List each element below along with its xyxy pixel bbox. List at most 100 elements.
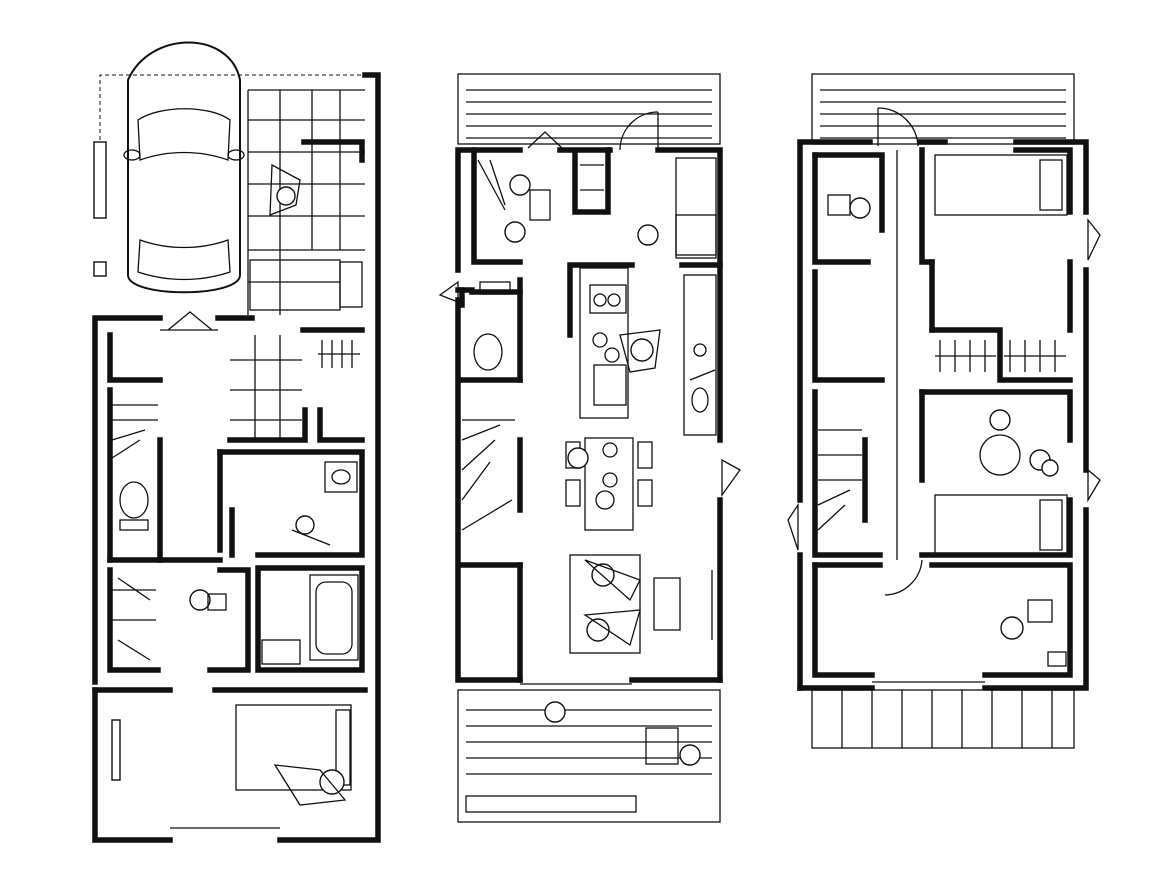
second-internal-walls-stroke xyxy=(812,269,885,383)
person-icon-stroke xyxy=(1027,599,1053,623)
play-table-icon-stroke xyxy=(979,434,1021,476)
window-icon xyxy=(1087,468,1101,503)
bathtub-icon-stroke xyxy=(261,639,301,665)
person-icon-stroke xyxy=(295,515,315,535)
person-icon xyxy=(619,329,661,373)
person-icon xyxy=(269,163,301,216)
person-icon-stroke xyxy=(207,593,227,611)
second-exterior-walls-stroke xyxy=(1013,139,1089,215)
person-icon-stroke xyxy=(319,769,345,795)
staircase-icon xyxy=(817,429,868,531)
bed-icon xyxy=(934,494,1068,556)
person-icon xyxy=(291,515,331,546)
deck-door-icon-stroke xyxy=(877,107,919,147)
ground-internal-walls-stroke xyxy=(227,407,308,443)
desk-chair-icon-stroke xyxy=(489,159,506,206)
dining-table-icon-stroke xyxy=(637,441,653,469)
study-walls-stroke xyxy=(572,147,611,215)
dining-table-icon-stroke xyxy=(565,479,581,507)
person-icon xyxy=(273,764,347,806)
car-icon-stroke xyxy=(227,149,245,161)
toilet-icon xyxy=(119,481,149,531)
rear-balcony-stroke xyxy=(811,689,1075,749)
second-internal-walls-stroke xyxy=(812,562,875,678)
second-internal-walls-stroke xyxy=(919,147,935,265)
staircase-icon-stroke xyxy=(461,439,496,471)
first-bathroom-stroke xyxy=(479,281,511,295)
sofa-icon xyxy=(569,554,641,654)
planter-icon xyxy=(465,795,637,813)
ground-internal-walls-stroke xyxy=(217,449,365,558)
kitchen-counter-stroke xyxy=(689,369,716,381)
front-bench xyxy=(249,259,341,311)
car-icon-stroke xyxy=(137,108,231,161)
sofa-icon-stroke xyxy=(586,618,610,642)
kitchen-counter-stroke xyxy=(593,364,627,406)
wardrobe-icon xyxy=(112,577,156,661)
car-icon-stroke xyxy=(123,149,141,161)
sofa-icon-stroke xyxy=(583,609,641,647)
rear-balcony xyxy=(811,689,1075,749)
second-exterior-walls-stroke xyxy=(797,139,873,503)
second-internal-walls-stroke xyxy=(812,152,871,265)
person-icon-stroke xyxy=(276,186,296,206)
toilet-icon-stroke xyxy=(119,481,149,519)
bed-icon-stroke xyxy=(1039,159,1063,211)
person-icon-stroke xyxy=(269,163,301,216)
dining-table-icon-stroke xyxy=(567,447,589,469)
front-deck-stroke xyxy=(811,73,1075,145)
first-exterior-walls-stroke xyxy=(455,297,523,683)
staircase-icon-stroke xyxy=(461,499,513,531)
bed-icon-stroke xyxy=(934,154,1068,216)
dining-table-icon xyxy=(565,437,653,531)
first-exterior-walls xyxy=(455,147,723,683)
staircase-icon-stroke xyxy=(111,439,141,459)
wardrobe-icon xyxy=(318,340,360,368)
ground-internal-walls-stroke xyxy=(207,567,251,673)
kitchen-counter-stroke xyxy=(604,347,620,363)
staircase-icon-stroke xyxy=(817,489,851,506)
ground-exterior-walls xyxy=(92,72,381,843)
desk-chair-icon-stroke xyxy=(504,221,526,243)
person-icon-stroke xyxy=(619,329,661,373)
entry-wall xyxy=(301,139,365,163)
ground-exterior-walls-stroke xyxy=(92,315,163,685)
staircase-icon-stroke xyxy=(461,461,491,501)
ground-internal-walls-stroke xyxy=(107,567,161,673)
first-exterior-walls-stroke xyxy=(455,147,523,273)
second-internal-walls-stroke xyxy=(1013,147,1073,215)
person-icon-stroke xyxy=(827,194,851,216)
kitchen-counter-stroke xyxy=(607,293,621,307)
second-floor-plan xyxy=(787,73,1101,749)
balcony-door-icon xyxy=(619,111,659,151)
car-icon xyxy=(123,41,245,294)
person-icon xyxy=(1000,599,1067,667)
ground-internal-walls-stroke xyxy=(317,407,365,443)
second-internal-walls-stroke xyxy=(929,562,1073,678)
bathtub-icon xyxy=(261,574,359,665)
window-icon xyxy=(527,131,563,149)
play-table-icon-stroke xyxy=(989,409,1011,431)
rear-terrace-stroke xyxy=(457,689,721,823)
kitchen-counter-stroke xyxy=(579,267,629,419)
second-internal-walls-stroke xyxy=(812,389,883,558)
hall-tiles xyxy=(230,335,302,440)
desk-chair-icon-stroke xyxy=(529,189,551,221)
door-swing-icon xyxy=(884,559,923,596)
second-internal-walls-stroke xyxy=(812,152,885,233)
front-paving xyxy=(247,89,365,315)
kitchen-counter-stroke xyxy=(567,262,635,338)
sofa-icon-stroke xyxy=(584,559,641,602)
kitchen-counter-stroke xyxy=(693,343,707,357)
bed-icon-stroke xyxy=(1039,499,1063,551)
play-table-icon-stroke xyxy=(1041,459,1059,477)
rear-terrace xyxy=(457,689,721,823)
person-icon-stroke xyxy=(189,589,211,611)
staircase-icon xyxy=(459,419,523,683)
second-internal-walls xyxy=(812,147,1073,678)
person-icon-stroke xyxy=(630,338,654,362)
kitchen-counter xyxy=(567,157,723,436)
front-store xyxy=(339,261,363,308)
bed-icon xyxy=(934,154,1068,216)
